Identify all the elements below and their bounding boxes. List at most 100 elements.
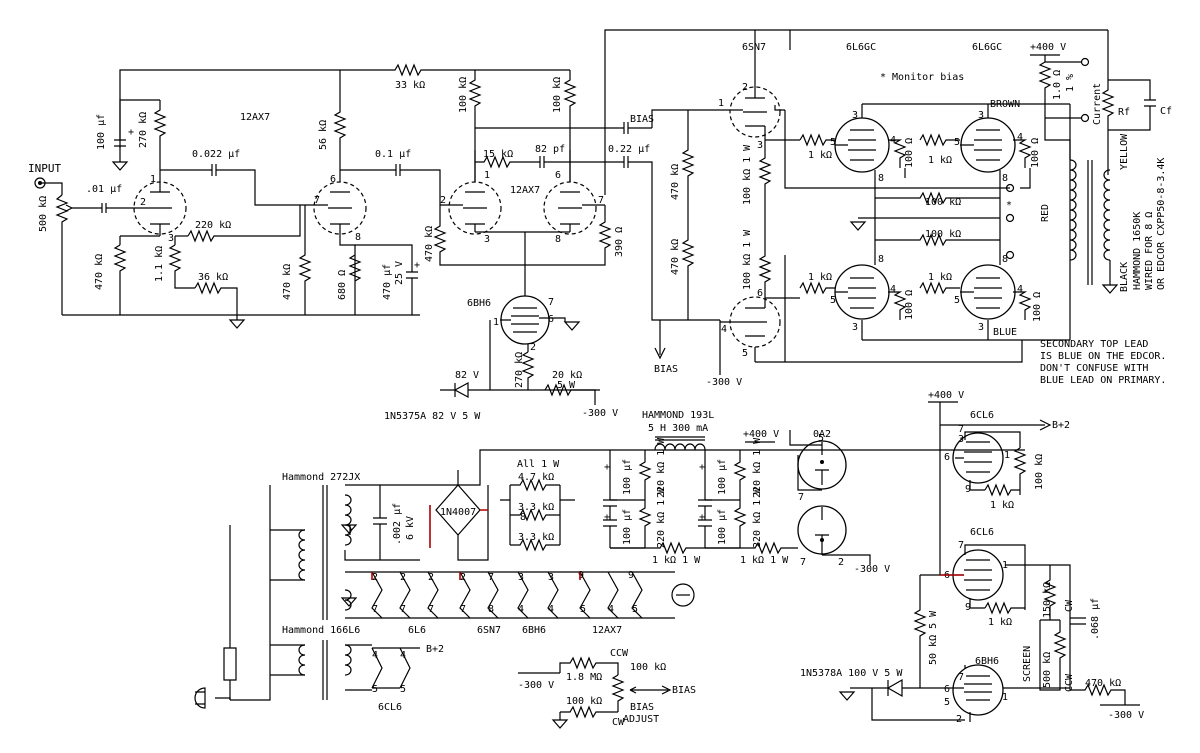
ground-symbol: [229, 319, 245, 329]
tube-label-v2: 12AX7: [510, 185, 540, 196]
svg-text:3: 3: [168, 233, 174, 244]
svg-text:100 Ω: 100 Ω: [1032, 292, 1043, 322]
svg-text:CCW: CCW: [1064, 673, 1075, 692]
bias-arrow: [654, 320, 666, 360]
svg-text:+: +: [128, 127, 134, 138]
svg-text:3: 3: [548, 572, 554, 583]
svg-text:All 1 W: All 1 W: [517, 459, 560, 470]
grid-stop-1k-a: 1 kΩ: [799, 133, 835, 161]
power-transformer: [298, 485, 352, 620]
bias-res-470k-b: 470 kΩ: [670, 205, 695, 320]
svg-text:6BH6: 6BH6: [522, 625, 546, 636]
svg-text:470 kΩ: 470 kΩ: [282, 264, 293, 300]
input-label: INPUT: [28, 162, 61, 175]
svg-text:2: 2: [460, 572, 466, 583]
input-cap: .01 μf: [86, 184, 135, 213]
svg-text:B+2: B+2: [426, 644, 444, 655]
k1-470k: 470 kΩ: [94, 235, 160, 315]
svg-text:2: 2: [530, 342, 536, 353]
bridge-rectifier: 1N4007: [435, 470, 489, 561]
cap-002: .002 μf 6 kV: [373, 485, 416, 560]
svg-text:+: +: [604, 512, 610, 523]
reg-1k-b: 1 kΩ: [984, 601, 1025, 628]
tube-v2b: 7 6 8: [543, 150, 605, 245]
svg-text:7: 7: [460, 604, 466, 615]
svg-text:8: 8: [878, 173, 884, 184]
tube-0a2-b: 7 2 7: [797, 492, 847, 568]
reg-500k-pot: 500 kΩ: [1039, 619, 1067, 691]
svg-text:7: 7: [488, 572, 494, 583]
svg-text:SECONDARY TOP LEAD: SECONDARY TOP LEAD: [1040, 339, 1148, 350]
svg-text:0.1 μf: 0.1 μf: [375, 149, 411, 160]
svg-text:390 Ω: 390 Ω: [614, 227, 625, 257]
svg-text:3: 3: [757, 140, 763, 151]
svg-text:HAMMOND 1650K: HAMMOND 1650K: [1132, 212, 1143, 290]
svg-text:1 %: 1 %: [1065, 74, 1076, 92]
svg-text:8: 8: [555, 234, 561, 245]
res-33k-a: 3.3 kΩ: [510, 502, 560, 522]
svg-text:CW: CW: [1064, 599, 1075, 612]
driver-res-100k-a: 100 kΩ 1 W: [742, 140, 772, 240]
supply-cap-100uf: + 100 μf: [96, 100, 134, 171]
svg-text:9: 9: [965, 602, 971, 613]
coupling-cap-022: 0.022 μf: [160, 149, 310, 206]
output-transformer: RED BLACK YELLOW HAMMOND 1650K WIRED FOR…: [1040, 104, 1167, 340]
svg-text:1: 1: [1004, 450, 1010, 461]
svg-text:3: 3: [518, 572, 524, 583]
svg-text:7: 7: [400, 604, 406, 615]
bias-pot: BIAS 100 kΩ: [611, 662, 696, 712]
svg-text:5: 5: [400, 684, 406, 695]
svg-text:2: 2: [428, 572, 434, 583]
k1-1.1k: 1.1 kΩ: [154, 236, 195, 289]
svg-text:3: 3: [852, 110, 858, 121]
svg-text:Rf: Rf: [1118, 107, 1130, 118]
svg-text:220 kΩ 1 W: 220 kΩ 1 W: [752, 487, 763, 548]
svg-text:100 Ω: 100 Ω: [904, 138, 915, 168]
zener-82v: 82 V 1N5375A 82 V 5 W: [384, 370, 490, 422]
tube-label-v1: 12AX7: [240, 112, 270, 123]
svg-text:2: 2: [400, 572, 406, 583]
driver-res-100k-b: 100 kΩ 1 W: [742, 229, 772, 298]
tube-6l6-b: 3 5 8 4: [954, 104, 1023, 184]
reg-50k: 50 kΩ 5 W: [913, 575, 939, 688]
plate-res-100k-b: 100 kΩ: [552, 70, 577, 118]
filter-bank: + + 100 μf 100 μf 220 kΩ 1 W 220 kΩ 1 W …: [603, 437, 763, 549]
svg-text:7: 7: [372, 604, 378, 615]
svg-text:SCREEN: SCREEN: [1022, 646, 1033, 682]
svg-text:470 kΩ: 470 kΩ: [1085, 678, 1121, 689]
res-33k: 33 kΩ: [340, 63, 475, 91]
svg-text:1N5375A 82 V 5 W: 1N5375A 82 V 5 W: [384, 411, 481, 422]
svg-text:5: 5: [818, 433, 824, 444]
svg-text:270 kΩ: 270 kΩ: [514, 352, 525, 388]
svg-text:5: 5: [830, 137, 836, 148]
red-lead: RED: [1040, 204, 1051, 222]
svg-text:IS BLUE ON THE EDCOR.: IS BLUE ON THE EDCOR.: [1040, 351, 1166, 362]
svg-text:5: 5: [580, 604, 586, 615]
volume-pot-value: 500 kΩ: [38, 196, 49, 232]
svg-text:CW: CW: [612, 717, 625, 728]
svg-text:6CL6: 6CL6: [378, 702, 402, 713]
svg-text:4.7 kΩ: 4.7 kΩ: [518, 472, 554, 483]
svg-text:Cf: Cf: [1160, 106, 1172, 117]
svg-text:CCW: CCW: [610, 648, 629, 659]
tube-label-reg-a: 6CL6: [970, 410, 994, 421]
svg-text:1 kΩ: 1 kΩ: [928, 272, 952, 283]
svg-text:220 kΩ: 220 kΩ: [195, 220, 231, 231]
svg-text:100 kΩ: 100 kΩ: [630, 662, 666, 673]
svg-text:DON'T CONFUSE WITH: DON'T CONFUSE WITH: [1040, 363, 1148, 374]
svg-text:6L6: 6L6: [408, 625, 426, 636]
svg-text:100 kΩ: 100 kΩ: [458, 77, 469, 113]
svg-text:9: 9: [965, 484, 971, 495]
svg-text:-300 V: -300 V: [582, 408, 618, 419]
svg-text:4: 4: [518, 604, 524, 615]
svg-text:HAMMOND 193L: HAMMOND 193L: [642, 410, 714, 421]
tube-6cl6-a: 7 6 1 9 3: [944, 424, 1021, 495]
ac-input: [194, 485, 305, 709]
svg-text:1 kΩ: 1 kΩ: [808, 150, 832, 161]
svg-text:7: 7: [958, 672, 964, 683]
svg-text:3: 3: [484, 234, 490, 245]
svg-text:4: 4: [548, 604, 554, 615]
k2-network: 470 kΩ 680 Ω 470 μf 25 V +: [282, 205, 420, 315]
svg-text:3: 3: [978, 110, 984, 121]
svg-text:150 kΩ: 150 kΩ: [1042, 582, 1053, 618]
